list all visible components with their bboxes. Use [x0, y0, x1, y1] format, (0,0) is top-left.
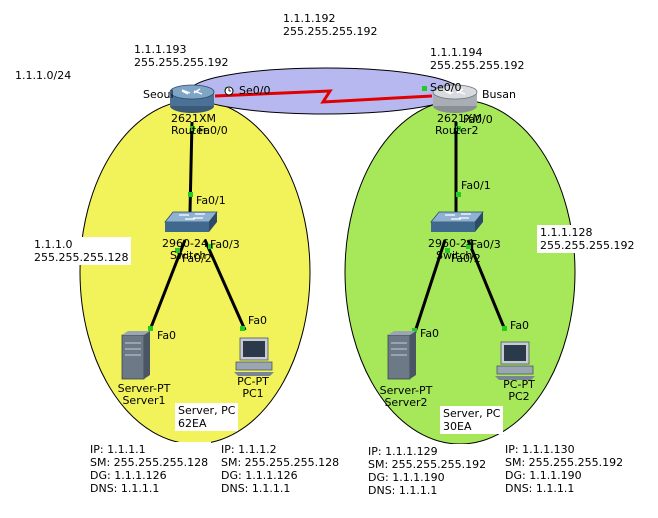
left-hosts-line2: 62EA — [178, 417, 207, 430]
router-icon[interactable] — [432, 84, 478, 113]
serial-cable — [214, 89, 433, 104]
left-switch-port-3: Fa0/3 — [210, 238, 240, 251]
pc2-config-note: IP: 1.1.1.130 SM: 255.255.255.192 DG: 1.… — [502, 442, 627, 496]
left-lan-ip: 1.1.1.0 — [34, 238, 73, 251]
pc1-type: PC-PT — [237, 375, 269, 388]
pc-icon[interactable] — [234, 337, 274, 376]
left-hosts-note: Server, PC 62EA — [175, 403, 239, 431]
server1-ip: IP: 1.1.1.1 — [90, 443, 146, 456]
server2-label: Server-PT Server2 — [374, 385, 438, 409]
server2-config-note: IP: 1.1.1.129 SM: 255.255.255.192 DG: 1.… — [365, 444, 490, 498]
seoul-serial-port: Se0/0 — [239, 84, 271, 97]
server1-sm: SM: 255.255.255.128 — [90, 456, 209, 469]
server2-dg: DG: 1.1.1.190 — [368, 471, 445, 484]
router-icon[interactable] — [169, 84, 215, 113]
pc2-sm: SM: 255.255.255.192 — [505, 456, 624, 469]
seoul-router-model: 2621XM — [171, 112, 217, 125]
server2-ip: IP: 1.1.1.129 — [368, 445, 438, 458]
seoul-router-label: Router — [171, 124, 208, 137]
serial-network-ip: 1.1.1.192 — [283, 12, 336, 25]
pc2-dns: DNS: 1.1.1.1 — [505, 482, 575, 495]
right-switch-port-2: Fa0/2 — [451, 252, 481, 265]
server1-port: Fa0 — [157, 329, 177, 342]
network-summary-label: 1.1.1.0/24 — [12, 68, 75, 83]
right-hosts-note: Server, PC 30EA — [440, 406, 504, 434]
left-switch-uplink-port: Fa0/1 — [196, 194, 226, 207]
server2-type: Server-PT — [379, 384, 433, 397]
pc2-type: PC-PT — [503, 378, 535, 391]
left-switch-label: Switch — [170, 249, 207, 262]
right-lan-mask: 255.255.255.192 — [540, 239, 635, 252]
cable-switch-server1 — [148, 239, 187, 331]
pc1-port: Fa0 — [248, 314, 268, 327]
server2-sm: SM: 255.255.255.192 — [368, 458, 487, 471]
pc1-dg: DG: 1.1.1.126 — [221, 469, 298, 482]
busan-serial-note: 1.1.1.194 255.255.255.192 — [427, 45, 528, 73]
switch-icon[interactable] — [164, 211, 218, 232]
right-switch-uplink-port: Fa0/1 — [461, 179, 491, 192]
server1-label: Server-PT Server1 — [112, 383, 176, 407]
serial-network-note: 1.1.1.192 255.255.255.192 — [280, 11, 381, 39]
server1-config-note: IP: 1.1.1.1 SM: 255.255.255.128 DG: 1.1.… — [87, 442, 212, 496]
busan-serial-ip: 1.1.1.194 — [430, 46, 483, 59]
right-switch-model: 2960-24 — [428, 237, 474, 250]
right-switch-label: Switch — [436, 249, 473, 262]
pc2-ip: IP: 1.1.1.130 — [505, 443, 575, 456]
pc1-name: PC1 — [242, 387, 264, 400]
seoul-serial-mask: 255.255.255.192 — [134, 56, 229, 69]
busan-fast-port: Fa0/0 — [463, 113, 493, 126]
serial-network-mask: 255.255.255.192 — [283, 25, 378, 38]
pc2-port: Fa0 — [510, 319, 530, 332]
left-lan-mask: 255.255.255.128 — [34, 251, 129, 264]
pc1-sm: SM: 255.255.255.128 — [221, 456, 340, 469]
busan-serial-mask: 255.255.255.192 — [430, 59, 525, 72]
seoul-router-name: Seoul — [143, 88, 174, 101]
clock-icon — [224, 86, 234, 96]
right-lan-note: 1.1.1.128 255.255.255.192 — [537, 225, 638, 253]
pc2-name: PC2 — [508, 390, 530, 403]
cable-switch-server2 — [413, 239, 447, 333]
left-hosts-line1: Server, PC — [178, 404, 236, 417]
right-hosts-line2: 30EA — [443, 420, 472, 433]
pc1-config-note: IP: 1.1.1.2 SM: 255.255.255.128 DG: 1.1.… — [218, 442, 343, 496]
busan-router-label: Router2 — [435, 124, 479, 137]
right-switch-port-3: Fa0/3 — [471, 238, 501, 251]
left-lan-note: 1.1.1.0 255.255.255.128 — [31, 237, 132, 265]
cable-switch-pc1 — [203, 239, 247, 331]
left-switch-port-2: Fa0/2 — [182, 252, 212, 265]
cable-switch-pc2 — [466, 239, 507, 331]
pc1-label: PC-PT PC1 — [228, 376, 278, 400]
seoul-fast-port: Fa0/0 — [198, 124, 228, 137]
server2-dns: DNS: 1.1.1.1 — [368, 484, 438, 497]
server1-dns: DNS: 1.1.1.1 — [90, 482, 160, 495]
right-hosts-line1: Server, PC — [443, 407, 501, 420]
left-switch-model: 2960-24 — [162, 237, 208, 250]
pc2-label: PC-PT PC2 — [494, 379, 544, 403]
network-label: 1.1.1.0/24 — [15, 69, 72, 82]
server2-port: Fa0 — [420, 327, 440, 340]
seoul-serial-ip: 1.1.1.193 — [134, 43, 187, 56]
pc-icon[interactable] — [495, 341, 535, 380]
server1-type: Server-PT — [117, 382, 171, 395]
pc1-ip: IP: 1.1.1.2 — [221, 443, 277, 456]
busan-router-model: 2621XM — [437, 112, 483, 125]
server-icon[interactable] — [387, 331, 416, 380]
pc1-dns: DNS: 1.1.1.1 — [221, 482, 291, 495]
server-icon[interactable] — [121, 331, 150, 380]
busan-serial-port: Se0/0 — [430, 81, 462, 94]
right-lan-ip: 1.1.1.128 — [540, 226, 593, 239]
pc2-dg: DG: 1.1.1.190 — [505, 469, 582, 482]
server1-name: Server1 — [122, 394, 166, 407]
switch-icon[interactable] — [430, 211, 484, 232]
busan-router-name: Busan — [482, 88, 516, 101]
server2-name: Server2 — [384, 396, 428, 409]
server1-dg: DG: 1.1.1.126 — [90, 469, 167, 482]
seoul-serial-note: 1.1.1.193 255.255.255.192 — [131, 42, 232, 70]
